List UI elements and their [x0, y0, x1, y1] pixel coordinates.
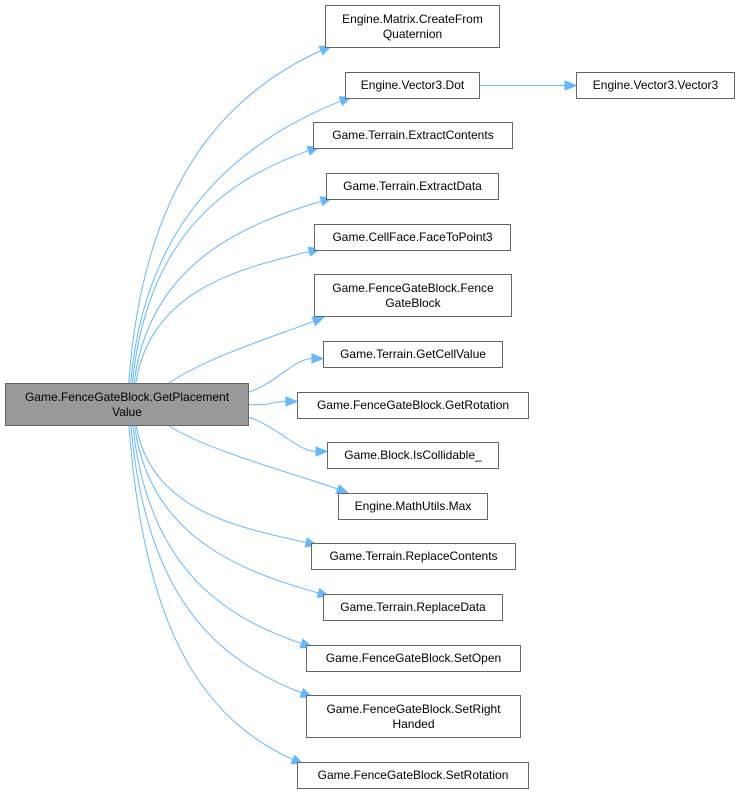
edge-root-n8	[248, 358, 314, 393]
edge-root-n11	[168, 425, 339, 490]
edge-root-n5	[133, 200, 323, 384]
edge-root-n1	[128, 49, 323, 384]
edge-root-n16	[128, 425, 295, 761]
edge-root-n2	[130, 100, 342, 384]
node-mathutils-max[interactable]: Engine.MathUtils.Max	[338, 493, 488, 520]
node-fencegateblock-getrotation[interactable]: Game.FenceGateBlock.GetRotation	[297, 392, 529, 419]
edge-root-n9-arrowhead	[285, 396, 299, 407]
edge-root-n11-arrowhead	[335, 483, 350, 494]
node-terrain-extractdata[interactable]: Game.Terrain.ExtractData	[326, 173, 499, 200]
edge-root-n10	[248, 416, 318, 452]
node-block-iscollidable[interactable]: Game.Block.IsCollidable_	[327, 442, 499, 469]
node-vector3-dot[interactable]: Engine.Vector3.Dot	[345, 72, 480, 99]
edge-root-n7-arrowhead	[311, 316, 326, 327]
edge-root-n4	[131, 149, 310, 384]
node-terrain-extractcontents[interactable]: Game.Terrain.ExtractContents	[313, 122, 513, 149]
node-terrain-replacedata[interactable]: Game.Terrain.ReplaceData	[323, 594, 503, 621]
node-terrain-getcellvalue[interactable]: Game.Terrain.GetCellValue	[323, 341, 503, 368]
edge-n2-n3-arrowhead	[564, 80, 578, 91]
node-fencegateblock-ctor[interactable]: Game.FenceGateBlock.Fence GateBlock	[314, 274, 512, 317]
node-fencegateblock-setrighthanded[interactable]: Game.FenceGateBlock.SetRight Handed	[306, 695, 521, 738]
node-fencegateblock-setrotation[interactable]: Game.FenceGateBlock.SetRotation	[297, 762, 529, 789]
node-vector3-vector3[interactable]: Engine.Vector3.Vector3	[576, 72, 735, 99]
node-root-getplacementvalue[interactable]: Game.FenceGateBlock.GetPlacement Value	[5, 383, 249, 426]
edge-root-n8-arrowhead	[311, 353, 325, 364]
edge-root-n12	[135, 425, 308, 544]
node-cellface-facetopoint3[interactable]: Game.CellFace.FaceToPoint3	[314, 224, 511, 251]
edge-root-n6	[135, 250, 311, 384]
edge-root-n13	[134, 425, 320, 594]
edge-root-n7	[168, 320, 315, 384]
edge-root-n9	[248, 401, 288, 406]
edge-root-n10-arrowhead	[315, 446, 329, 457]
edge-root-n15	[130, 425, 303, 694]
node-terrain-replacecontents[interactable]: Game.Terrain.ReplaceContents	[311, 543, 516, 570]
node-fencegateblock-setopen[interactable]: Game.FenceGateBlock.SetOpen	[306, 645, 521, 672]
edge-root-n14	[132, 425, 303, 645]
node-matrix-createfromquaternion[interactable]: Engine.Matrix.CreateFrom Quaternion	[325, 5, 500, 48]
